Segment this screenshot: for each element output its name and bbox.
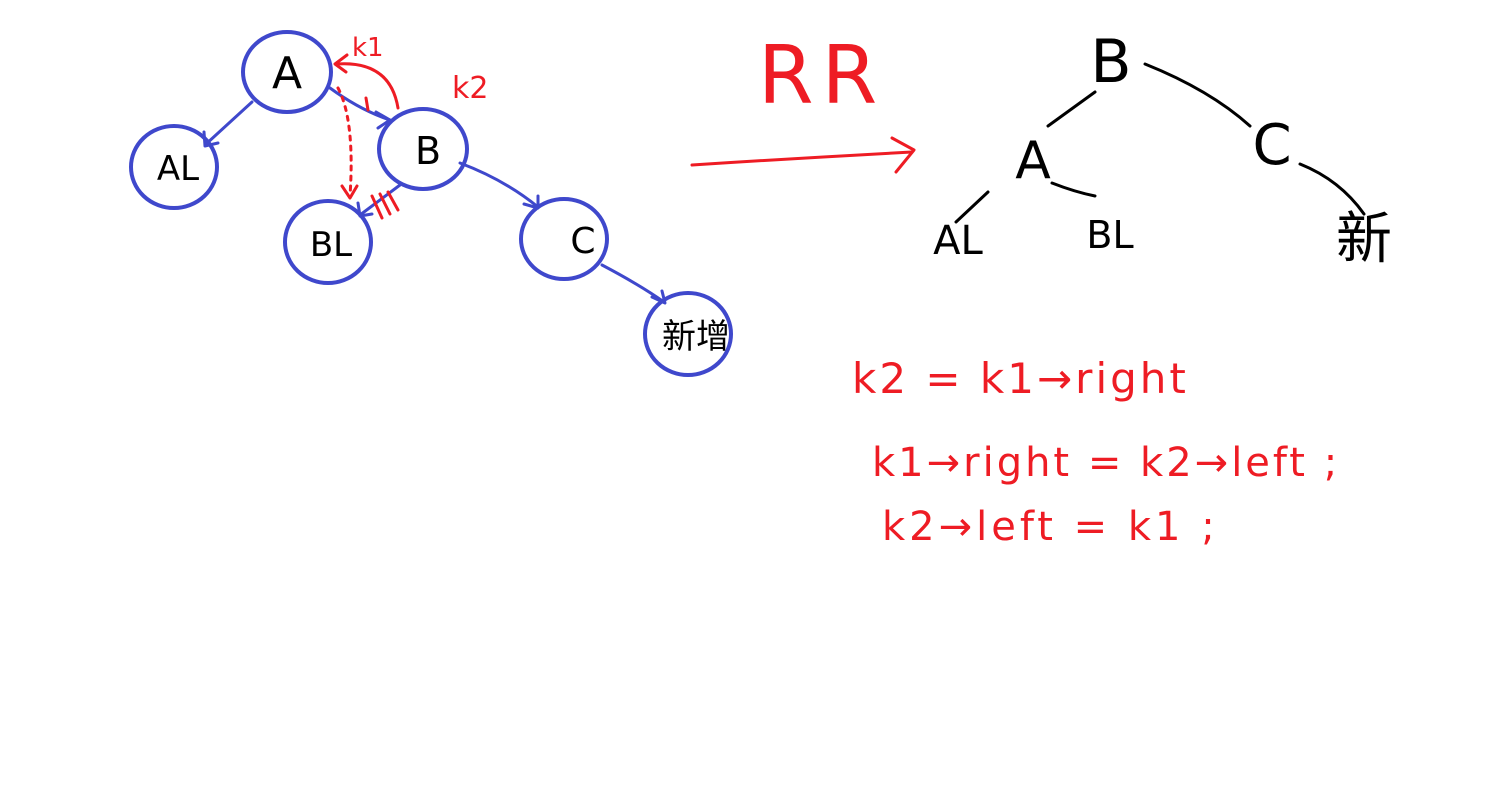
node-a: A: [241, 30, 333, 114]
node-new-label: 新增: [662, 317, 730, 357]
node-c: C: [519, 197, 609, 281]
node-a-label: A: [272, 48, 302, 99]
after-edge-b-a: [1046, 90, 1097, 128]
node-b-circle: [377, 107, 469, 191]
cut-mark-2: [378, 192, 392, 216]
rr-label: RR: [758, 29, 885, 122]
code-line-2: k1→right = k2→left ;: [872, 440, 1340, 486]
node-c-circle: [519, 197, 609, 281]
after-node-bl: BL: [1086, 213, 1133, 257]
after-edge-c-new: [1298, 162, 1366, 216]
node-new: 新增: [643, 291, 733, 377]
node-al: AL: [129, 124, 219, 210]
after-node-a: A: [1015, 131, 1051, 191]
arrowhead-c-to-new: [650, 289, 667, 305]
cut-mark-1: [370, 194, 384, 220]
rotation-code: k2 = k1→right k1→right = k2→left ; k2→le…: [852, 354, 1340, 550]
dotted-arrow-a-to-bl: [336, 86, 353, 198]
before-tree-annotations: k1 k2: [333, 33, 488, 220]
after-node-c: C: [1252, 113, 1291, 178]
after-edge-a-bl: [1050, 181, 1097, 198]
edge-c-to-new: [600, 263, 666, 304]
k2-label: k2: [452, 71, 488, 106]
node-b: B: [377, 107, 469, 191]
node-bl-label: BL: [310, 225, 352, 265]
transform-arrow-line: [690, 150, 914, 167]
transform-arrowhead: [890, 136, 916, 174]
after-edge-a-al: [954, 190, 990, 224]
cut-mark-3: [386, 190, 400, 212]
code-line-3: k2→left = k1 ;: [882, 504, 1219, 550]
node-bl: BL: [283, 199, 373, 285]
node-al-circle: [129, 124, 219, 210]
rotate-arrowhead: [333, 53, 349, 74]
node-b-label: B: [415, 129, 441, 173]
k1-label: k1: [352, 33, 384, 63]
code-line-1: k2 = k1→right: [852, 354, 1189, 403]
rotate-arrow-b-to-a: [334, 62, 400, 110]
node-al-label: AL: [157, 149, 199, 189]
node-new-circle: [643, 291, 733, 377]
edge-b-to-c: [458, 161, 540, 209]
red-tick-mark: [364, 96, 370, 112]
node-bl-circle: [283, 199, 373, 285]
after-edge-b-c: [1143, 62, 1252, 128]
after-node-b: B: [1090, 27, 1131, 97]
node-c-label: C: [570, 221, 595, 262]
node-a-circle: [241, 30, 333, 114]
after-tree: B A C AL BL 新: [933, 27, 1392, 272]
edge-a-to-al: [203, 100, 254, 147]
dotted-arrowhead: [340, 184, 359, 200]
after-node-al: AL: [933, 218, 983, 264]
rotation-indicator: RR: [690, 29, 916, 174]
before-tree: A AL B BL C 新增: [129, 30, 733, 377]
edge-b-to-bl: [358, 183, 402, 217]
after-node-new: 新: [1336, 207, 1392, 272]
